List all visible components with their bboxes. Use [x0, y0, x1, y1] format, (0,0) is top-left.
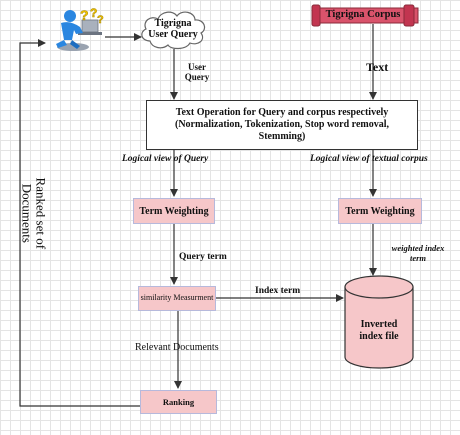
- user-query-label: User Query: [184, 62, 210, 83]
- logical-view-query-label: Logical view of Query: [122, 154, 209, 164]
- ranking-box: Ranking: [140, 390, 217, 414]
- scroll-icon: [311, 4, 419, 27]
- term-weighting-left-box: Term Weighting: [133, 198, 215, 224]
- inverted-index-cylinder: [344, 275, 414, 369]
- svg-text:?: ?: [97, 14, 104, 26]
- index-term-label: Index term: [255, 286, 301, 296]
- relevant-documents-label: Relevant Documents: [135, 342, 219, 353]
- query-term-label: Query term: [179, 252, 227, 262]
- text-label: Text: [366, 60, 389, 74]
- query-node: Tigrigna User Query: [148, 18, 198, 40]
- corpus-node: Tigrigna Corpus: [325, 9, 401, 20]
- query-cloud: [141, 11, 206, 50]
- similarity-box: similarity Measurment: [138, 286, 216, 311]
- svg-text:?: ?: [90, 6, 97, 20]
- svg-text:?: ?: [80, 7, 89, 23]
- logical-view-corpus-label: Logical view of textual corpus: [310, 154, 428, 164]
- inverted-index-label: Inverted index file: [359, 319, 399, 342]
- edge-ranking-to-user: [19, 39, 140, 407]
- text-operation-box: Text Operation for Query and corpus resp…: [146, 100, 418, 150]
- ranked-set-label: Ranked set of Documents: [19, 177, 49, 250]
- weighted-index-term-label: weighted index term: [391, 243, 445, 264]
- term-weighting-right-box: Term Weighting: [338, 198, 422, 224]
- user-thinking-icon: ? ? ?: [56, 6, 104, 51]
